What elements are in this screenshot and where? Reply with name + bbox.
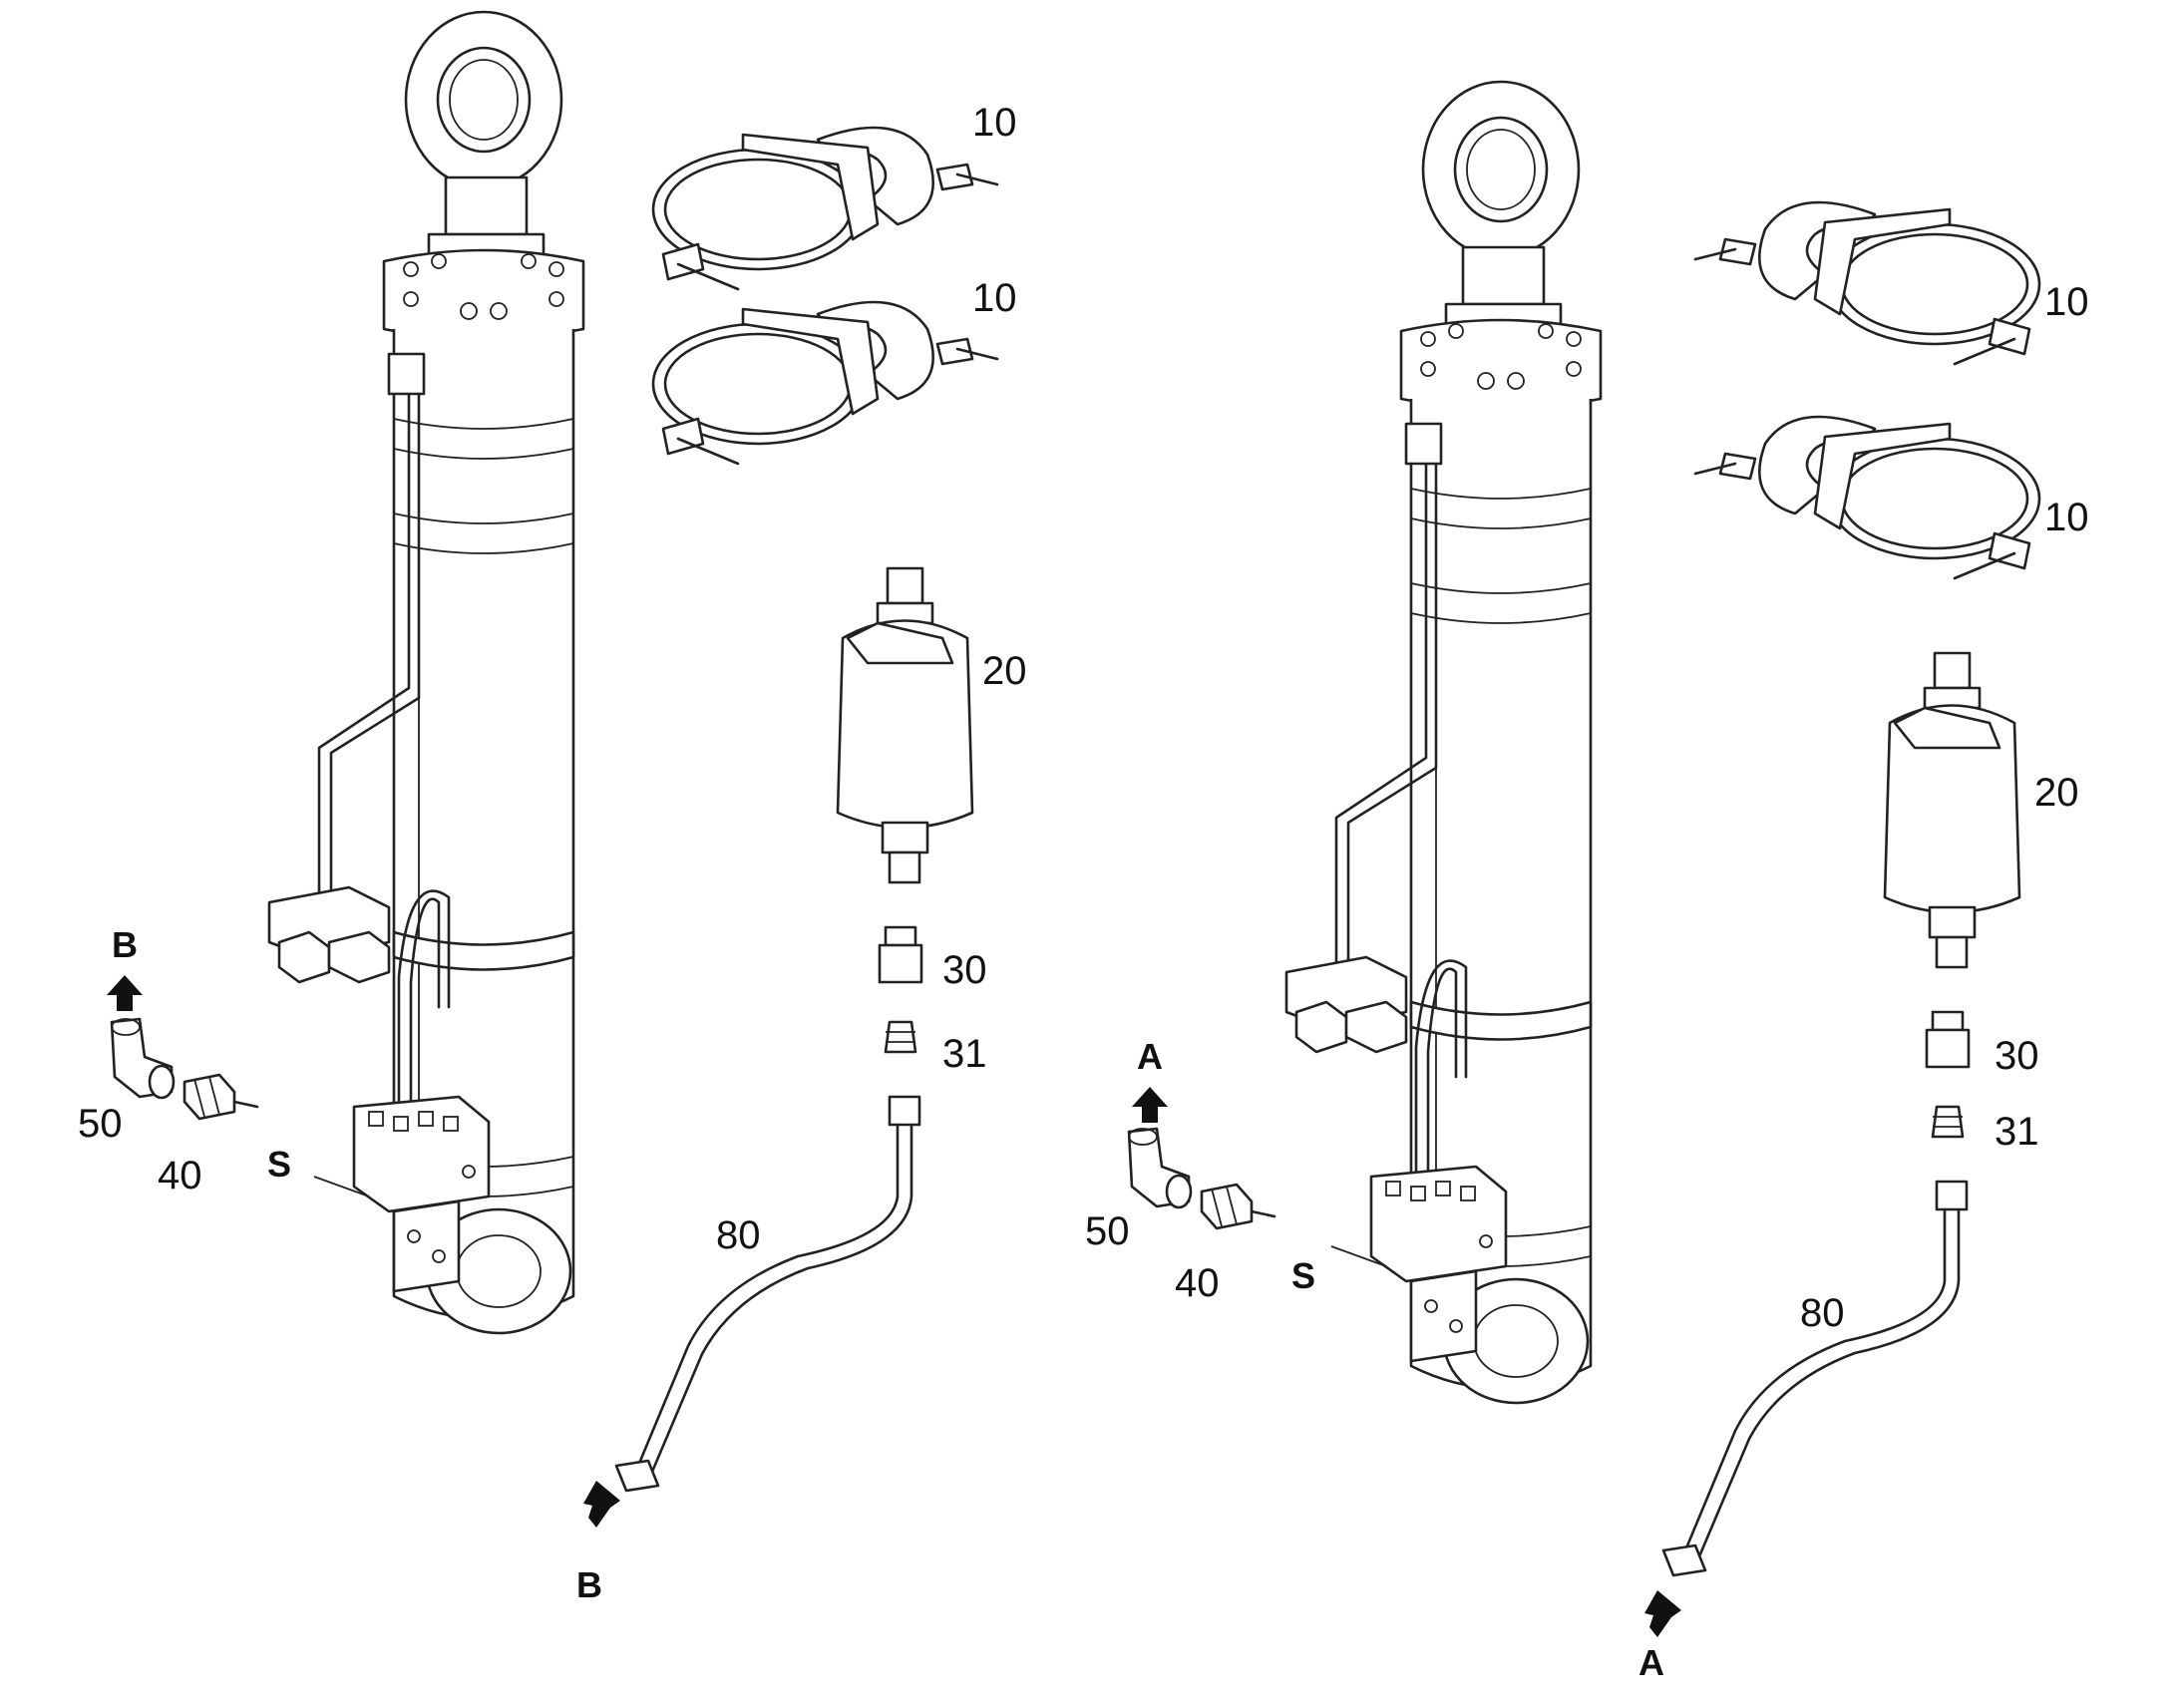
right-lower-pipe-clamp (1693, 415, 2041, 580)
left-pipe-end-arrow (583, 1481, 620, 1528)
right-pipe-label: 80 (1800, 1291, 1845, 1335)
left-port-pipe-end-label: B (576, 1564, 602, 1605)
left-pipe-label: 80 (716, 1213, 761, 1257)
right-clamp-upper-label: 10 (2044, 280, 2089, 324)
left-accumulator-and-pipe (614, 566, 974, 1493)
left-port-up-arrow (107, 975, 143, 1011)
right-elbow-label: 50 (1085, 1209, 1130, 1253)
right-nipple-label: 31 (1995, 1110, 2039, 1154)
left-nipple-label: 31 (942, 1032, 987, 1076)
right-valve-label: S (1291, 1255, 1315, 1296)
right-adapter-label: 30 (1995, 1034, 2039, 1078)
right-elbow-and-fitting (1127, 1127, 1276, 1230)
right-upper-pipe-clamp (1693, 200, 2041, 366)
left-clamp-upper-label: 10 (972, 101, 1017, 145)
right-pipe-end-arrow (1644, 1590, 1681, 1637)
left-elbow-label: 50 (78, 1102, 123, 1146)
left-fitting-label: 40 (158, 1154, 202, 1197)
right-fitting-label: 40 (1175, 1261, 1220, 1305)
right-accumulator-and-pipe (1661, 651, 2021, 1577)
right-clamp-lower-label: 10 (2044, 496, 2089, 539)
left-assembly: 10 10 20 30 31 80 50 40 B B S (78, 10, 1027, 1605)
right-accumulator-label: 20 (2034, 771, 2079, 815)
left-upper-pipe-clamp (651, 126, 999, 291)
right-port-top-label: A (1137, 1036, 1163, 1077)
right-port-pipe-end-label: A (1638, 1642, 1664, 1683)
left-adapter-label: 30 (942, 948, 987, 992)
left-hydraulic-cylinder (267, 10, 585, 1335)
right-port-up-arrow (1132, 1087, 1168, 1123)
right-hydraulic-cylinder (1284, 80, 1603, 1405)
left-lower-pipe-clamp (651, 300, 999, 466)
left-port-top-label: B (112, 924, 138, 965)
left-clamp-lower-label: 10 (972, 276, 1017, 320)
left-accumulator-label: 20 (982, 649, 1027, 693)
left-elbow-and-fitting (110, 1017, 259, 1121)
right-assembly: 10 10 20 30 31 80 50 40 A A S (1085, 80, 2089, 1683)
left-valve-label: S (267, 1144, 291, 1185)
